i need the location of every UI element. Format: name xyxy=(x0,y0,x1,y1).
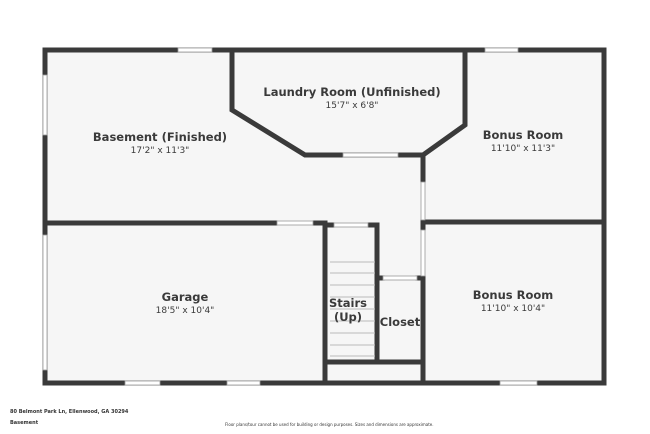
room-name: Laundry Room (Unfinished) xyxy=(263,85,441,99)
window xyxy=(42,74,48,136)
room-name: Basement (Finished) xyxy=(92,130,228,144)
room-sub: (Up) xyxy=(333,310,363,324)
room-bonus-bottom: Bonus Room 11'10" x 10'4" xyxy=(473,288,554,314)
window xyxy=(177,47,213,53)
doorway xyxy=(420,181,426,221)
room-dims: 15'7" x 6'8" xyxy=(325,101,379,111)
room-basement: Basement (Finished) 17'2" x 11'3" xyxy=(93,130,227,156)
room-name: Stairs xyxy=(329,296,367,310)
doorway xyxy=(276,220,314,226)
window xyxy=(226,380,261,386)
room-stairs: Stairs(Up) xyxy=(329,296,367,324)
window xyxy=(499,380,538,386)
room-dims: 17'2" x 11'3" xyxy=(130,146,190,156)
floor-name: Basement xyxy=(10,420,39,426)
disclaimer: Floor plans/tour cannot be used for buil… xyxy=(225,422,434,427)
room-dims: 18'5" x 10'4" xyxy=(155,306,215,316)
room-name: Closet xyxy=(379,315,421,329)
doorway xyxy=(420,229,426,277)
room-name: Bonus Room xyxy=(482,128,564,142)
room-name: Garage xyxy=(161,290,209,304)
room-name: Bonus Room xyxy=(472,288,554,302)
stair-treads xyxy=(330,261,375,357)
closet-wall xyxy=(322,275,426,365)
room-dims: 11'10" x 11'3" xyxy=(490,144,556,154)
address: 80 Belmont Park Ln, Ellenwood, GA 30294 xyxy=(10,409,129,415)
window xyxy=(124,380,161,386)
doorway xyxy=(333,222,369,228)
window xyxy=(484,47,519,53)
room-closet: Closet xyxy=(380,315,420,329)
room-laundry: Laundry Room (Unfinished) 15'7" x 6'8" xyxy=(263,85,440,111)
doorway xyxy=(382,275,418,281)
window xyxy=(42,234,48,371)
room-garage: Garage 18'5" x 10'4" xyxy=(156,290,215,316)
room-dims: 11'10" x 10'4" xyxy=(480,304,546,314)
room-bonus-top: Bonus Room 11'10" x 11'3" xyxy=(483,128,564,154)
doorway xyxy=(342,152,399,158)
